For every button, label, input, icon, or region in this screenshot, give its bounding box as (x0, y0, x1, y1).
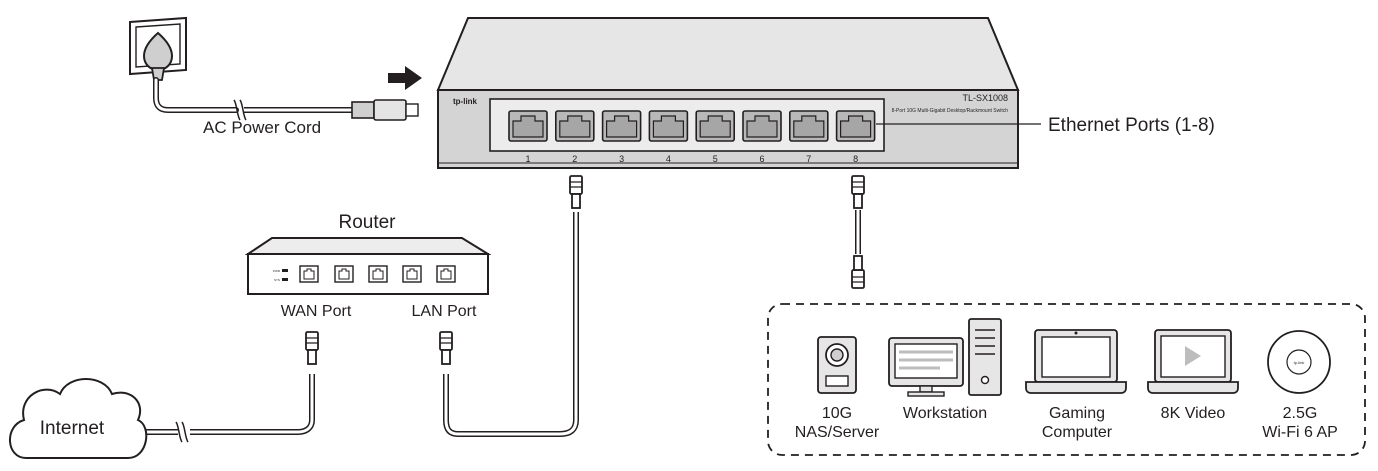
router-led-pwr: PWR (273, 269, 281, 273)
port-number-1: 1 (525, 154, 530, 164)
ethernet-port-3 (601, 110, 642, 142)
gaming-label-line2: Computer (1042, 424, 1113, 441)
router-title: Router (338, 212, 396, 233)
router-wan-label: WAN Port (281, 303, 352, 320)
ap-label-line2: Wi-Fi 6 AP (1262, 424, 1338, 441)
ac-power-cord-label: AC Power Cord (203, 118, 321, 137)
switch-model: TL-SX1008 (962, 93, 1008, 103)
port-number-7: 7 (806, 154, 811, 164)
ethernet-port-7 (788, 110, 829, 142)
internet-label: Internet (40, 418, 105, 439)
ethernet-port-4 (648, 110, 689, 142)
internet-cloud-icon (9, 378, 148, 459)
port-number-2: 2 (572, 154, 577, 164)
ethernet-port-8 (835, 110, 876, 142)
port-number-8: 8 (853, 154, 858, 164)
workstation-icon (888, 318, 1002, 397)
gaming-label-line1: Gaming (1049, 405, 1105, 422)
wifi-access-point-icon (1267, 330, 1331, 394)
device-cable (851, 175, 865, 289)
video-laptop-icon (1147, 329, 1239, 394)
port-number-3: 3 (619, 154, 624, 164)
nas-server-icon (817, 336, 857, 394)
router-device (244, 237, 492, 295)
ap-label-line1: 2.5G (1283, 405, 1318, 422)
switch-ports: 1 2 3 4 5 6 7 8 (508, 110, 876, 164)
ethernet-port-6 (742, 110, 782, 142)
switch-device (436, 17, 1020, 169)
wan-cable (134, 331, 319, 443)
lan-cable (439, 175, 583, 437)
power-outlet-icon (129, 16, 187, 81)
router-lan-label: LAN Port (412, 303, 477, 320)
gaming-laptop-icon (1025, 329, 1127, 394)
workstation-label: Workstation (903, 405, 987, 422)
switch-brand-logo: tp-link (453, 97, 478, 106)
ac-power-cord (153, 77, 419, 121)
port-number-4: 4 (666, 154, 671, 164)
video-label: 8K Video (1161, 405, 1226, 422)
router-led-sys: SYS (274, 278, 280, 282)
ap-logo: tp-link (1294, 360, 1305, 365)
nas-label-line2: NAS/Server (795, 424, 880, 441)
ethernet-ports-label: Ethernet Ports (1-8) (1048, 115, 1215, 136)
port-number-5: 5 (713, 154, 718, 164)
switch-description: 8-Port 10G Multi-Gigabit Desktop/Rackmou… (892, 108, 1009, 114)
arrow-right-icon (388, 66, 422, 90)
port-number-6: 6 (759, 154, 764, 164)
ethernet-port-2 (554, 110, 595, 142)
ethernet-port-1 (508, 110, 548, 142)
nas-label-line1: 10G (822, 405, 852, 422)
ethernet-port-5 (695, 110, 736, 142)
devices-box (767, 303, 1366, 456)
